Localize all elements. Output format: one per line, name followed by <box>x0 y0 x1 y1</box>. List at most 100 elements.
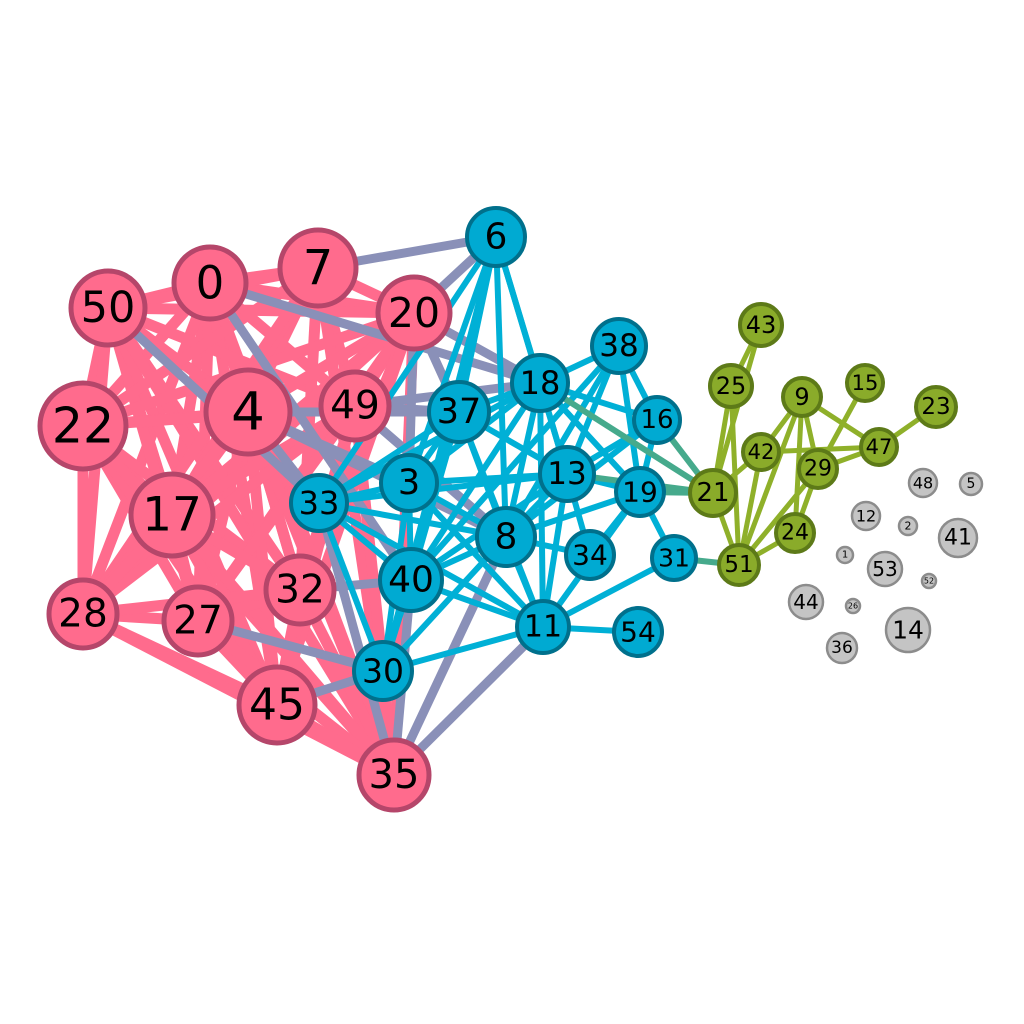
node-label-7: 7 <box>303 240 334 296</box>
node-label-14: 14 <box>892 616 924 645</box>
node-circle-22 <box>37 380 129 472</box>
node-45: 45 <box>236 664 318 746</box>
edge-49-27 <box>193 402 360 625</box>
node-circle-52 <box>920 572 938 590</box>
node-circle-41 <box>937 517 979 559</box>
node-circle-35 <box>356 737 432 813</box>
node-circle-6 <box>465 206 527 268</box>
node-label-28: 28 <box>58 592 108 637</box>
node-label-24: 24 <box>781 521 809 546</box>
node-label-31: 31 <box>658 544 690 573</box>
node-22: 22 <box>37 380 129 472</box>
node-13: 13 <box>538 445 596 503</box>
node-label-27: 27 <box>173 599 223 644</box>
node-label-38: 38 <box>599 328 638 364</box>
node-label-36: 36 <box>831 638 853 658</box>
node-29: 29 <box>797 448 839 490</box>
node-label-33: 33 <box>299 484 340 522</box>
node-23: 23 <box>914 385 958 429</box>
edge-0-40 <box>206 280 415 583</box>
node-circle-1 <box>835 545 855 565</box>
node-12: 12 <box>850 500 882 532</box>
node-47: 47 <box>859 427 899 467</box>
node-circle-3 <box>379 453 439 513</box>
node-label-51: 51 <box>724 552 753 578</box>
node-circle-13 <box>538 445 596 503</box>
node-44: 44 <box>787 583 825 621</box>
node-24: 24 <box>774 512 816 554</box>
node-3: 3 <box>379 453 439 513</box>
node-40: 40 <box>378 547 444 613</box>
node-circle-50 <box>68 268 148 348</box>
node-circle-53 <box>866 550 904 588</box>
node-label-25: 25 <box>716 372 747 400</box>
node-label-12: 12 <box>856 507 876 526</box>
node-label-13: 13 <box>547 456 586 492</box>
node-label-40: 40 <box>388 560 434 601</box>
node-circle-23 <box>914 385 958 429</box>
node-20: 20 <box>375 274 453 352</box>
node-label-54: 54 <box>620 616 656 649</box>
node-48: 48 <box>907 467 939 499</box>
edge-35-8 <box>389 535 511 777</box>
node-circle-51 <box>717 543 761 587</box>
node-label-0: 0 <box>196 257 225 310</box>
node-circle-47 <box>859 427 899 467</box>
node-19: 19 <box>614 466 666 518</box>
node-label-9: 9 <box>794 383 809 411</box>
node-label-53: 53 <box>872 557 897 581</box>
node-circle-8 <box>475 506 537 568</box>
node-circle-21 <box>688 468 738 518</box>
node-circle-28 <box>46 577 120 651</box>
node-8: 8 <box>475 506 537 568</box>
node-circle-27 <box>161 584 235 658</box>
node-label-8: 8 <box>495 517 518 558</box>
node-0: 0 <box>171 244 249 322</box>
node-15: 15 <box>845 363 885 403</box>
node-label-11: 11 <box>524 610 562 645</box>
node-circle-43 <box>738 302 784 348</box>
node-circle-19 <box>614 466 666 518</box>
node-label-17: 17 <box>142 488 202 543</box>
node-label-42: 42 <box>748 440 775 464</box>
node-label-37: 37 <box>437 392 482 432</box>
node-25: 25 <box>708 363 754 409</box>
node-14: 14 <box>884 606 932 654</box>
node-circle-31 <box>650 534 698 582</box>
node-circle-40 <box>378 547 444 613</box>
node-52: 52 <box>920 572 938 590</box>
node-circle-32 <box>263 553 337 627</box>
node-circle-14 <box>884 606 932 654</box>
node-50: 50 <box>68 268 148 348</box>
node-label-48: 48 <box>913 474 933 493</box>
node-label-32: 32 <box>275 568 325 613</box>
node-circle-4 <box>203 367 293 457</box>
node-38: 38 <box>590 317 648 375</box>
node-30: 30 <box>352 640 414 702</box>
edge-9-51 <box>736 396 805 566</box>
edge-18-33 <box>317 380 542 506</box>
node-label-26: 26 <box>848 602 858 611</box>
node-49: 49 <box>318 369 392 443</box>
node-circle-30 <box>352 640 414 702</box>
node-label-22: 22 <box>52 398 114 455</box>
node-circle-24 <box>774 512 816 554</box>
node-circle-18 <box>510 353 570 413</box>
node-5: 5 <box>958 471 984 497</box>
node-label-5: 5 <box>967 476 976 492</box>
node-label-43: 43 <box>746 311 777 339</box>
node-circle-54 <box>612 606 664 658</box>
node-label-52: 52 <box>924 577 934 586</box>
node-circle-25 <box>708 363 754 409</box>
node-54: 54 <box>612 606 664 658</box>
edge-6-8 <box>493 236 509 538</box>
node-circle-20 <box>375 274 453 352</box>
node-circle-15 <box>845 363 885 403</box>
node-circle-37 <box>427 380 491 444</box>
node-33: 33 <box>289 473 349 533</box>
node-1: 1 <box>835 545 855 565</box>
node-35: 35 <box>356 737 432 813</box>
node-circle-0 <box>171 244 249 322</box>
node-34: 34 <box>564 529 616 581</box>
node-16: 16 <box>632 395 682 445</box>
